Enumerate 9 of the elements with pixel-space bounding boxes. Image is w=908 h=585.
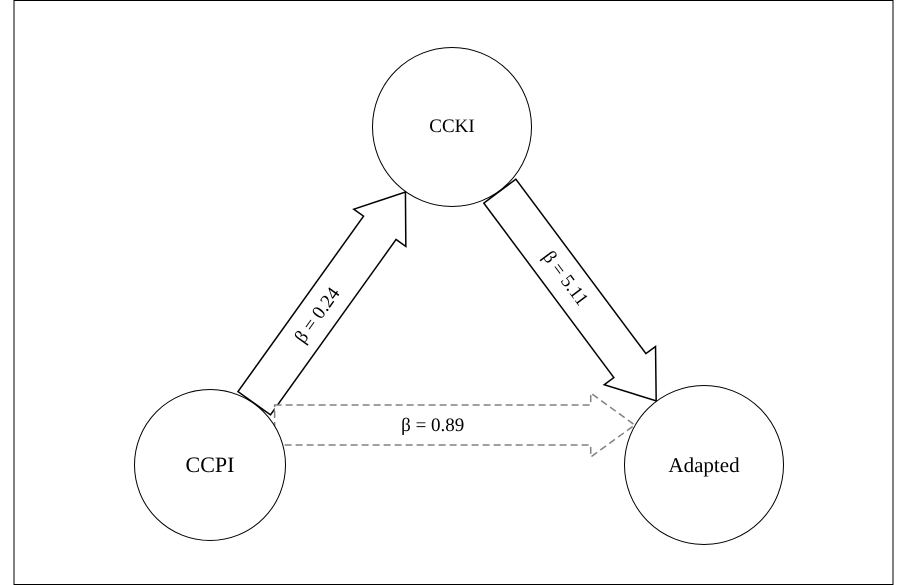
block-arrow <box>274 392 636 458</box>
edge-label: β = 5.11 <box>538 248 592 310</box>
node-label: CCPI <box>186 452 234 478</box>
node-label: CCKI <box>429 116 475 138</box>
edge-label: β = 0.89 <box>401 416 464 434</box>
edge-label: β = 0.24 <box>290 284 344 347</box>
node-label: Adapted <box>668 452 740 478</box>
block-arrow <box>236 191 407 416</box>
block-arrow <box>482 178 657 402</box>
